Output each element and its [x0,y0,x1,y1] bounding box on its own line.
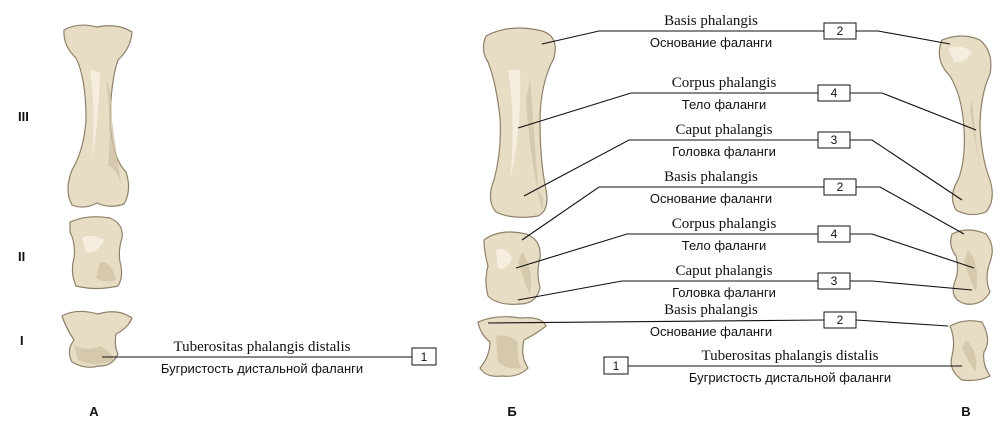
russian-term: Бугристость дистальной фаланги [161,361,363,376]
russian-term: Основание фаланги [650,35,772,50]
latin-term: Corpus phalangis [672,75,777,91]
row-label-ii: II [18,249,25,264]
latin-term: Caput phalangis [675,122,772,138]
russian-term: Головка фаланги [672,144,776,159]
latin-term: Basis phalangis [664,302,758,318]
russian-term: Тело фаланги [682,97,767,112]
latin-term: Basis phalangis [664,169,758,185]
panel-label-v: В [961,404,970,419]
number-label: 3 [831,274,838,288]
number-box-b-corpus-1: 4 [818,85,850,101]
number-box-b-caput-2: 3 [818,273,850,289]
panel-v-proximal-phalanx [939,36,992,215]
number-box-b-basis-1: 2 [824,23,856,39]
number-label: 2 [837,180,844,194]
number-box-b-tuberositas: 1 [604,357,628,374]
number-box-b-caput-1: 3 [818,132,850,148]
number-label: 4 [831,86,838,100]
latin-term: Tuberositas phalangis distalis [702,348,879,364]
panel-a-distal-phalanx [62,311,132,367]
russian-term: Бугристость дистальной фаланги [689,370,891,385]
number-label: 3 [831,133,838,147]
panel-a-proximal-phalanx [64,25,132,207]
row-label-i: I [20,333,24,348]
panel-b-proximal-phalanx [483,28,555,217]
russian-term: Тело фаланги [682,238,767,253]
number-label: 2 [837,24,844,38]
panel-label-a: А [89,404,99,419]
row-label-iii: III [18,109,29,124]
latin-term: Caput phalangis [675,263,772,279]
number-box-b-basis-2: 2 [824,179,856,195]
number-box-b-basis-3: 2 [824,312,856,328]
latin-term: Basis phalangis [664,13,758,29]
panel-label-b: Б [507,404,516,419]
number-box-b-corpus-2: 4 [818,226,850,242]
panel-v-distal-phalanx [950,321,990,381]
panel-b-middle-phalanx [484,232,540,304]
latin-term: Tuberositas phalangis distalis [174,339,351,355]
latin-term: Corpus phalangis [672,216,777,232]
number-label: 1 [613,359,620,373]
number-box-a-1: 1 [412,348,436,365]
russian-term: Основание фаланги [650,191,772,206]
number-label: 1 [421,350,428,364]
number-label: 4 [831,227,838,241]
panel-a-middle-phalanx [70,217,122,289]
russian-term: Основание фаланги [650,324,772,339]
russian-term: Головка фаланги [672,285,776,300]
panel-b-distal-phalanx [478,317,546,377]
number-label: 2 [837,313,844,327]
